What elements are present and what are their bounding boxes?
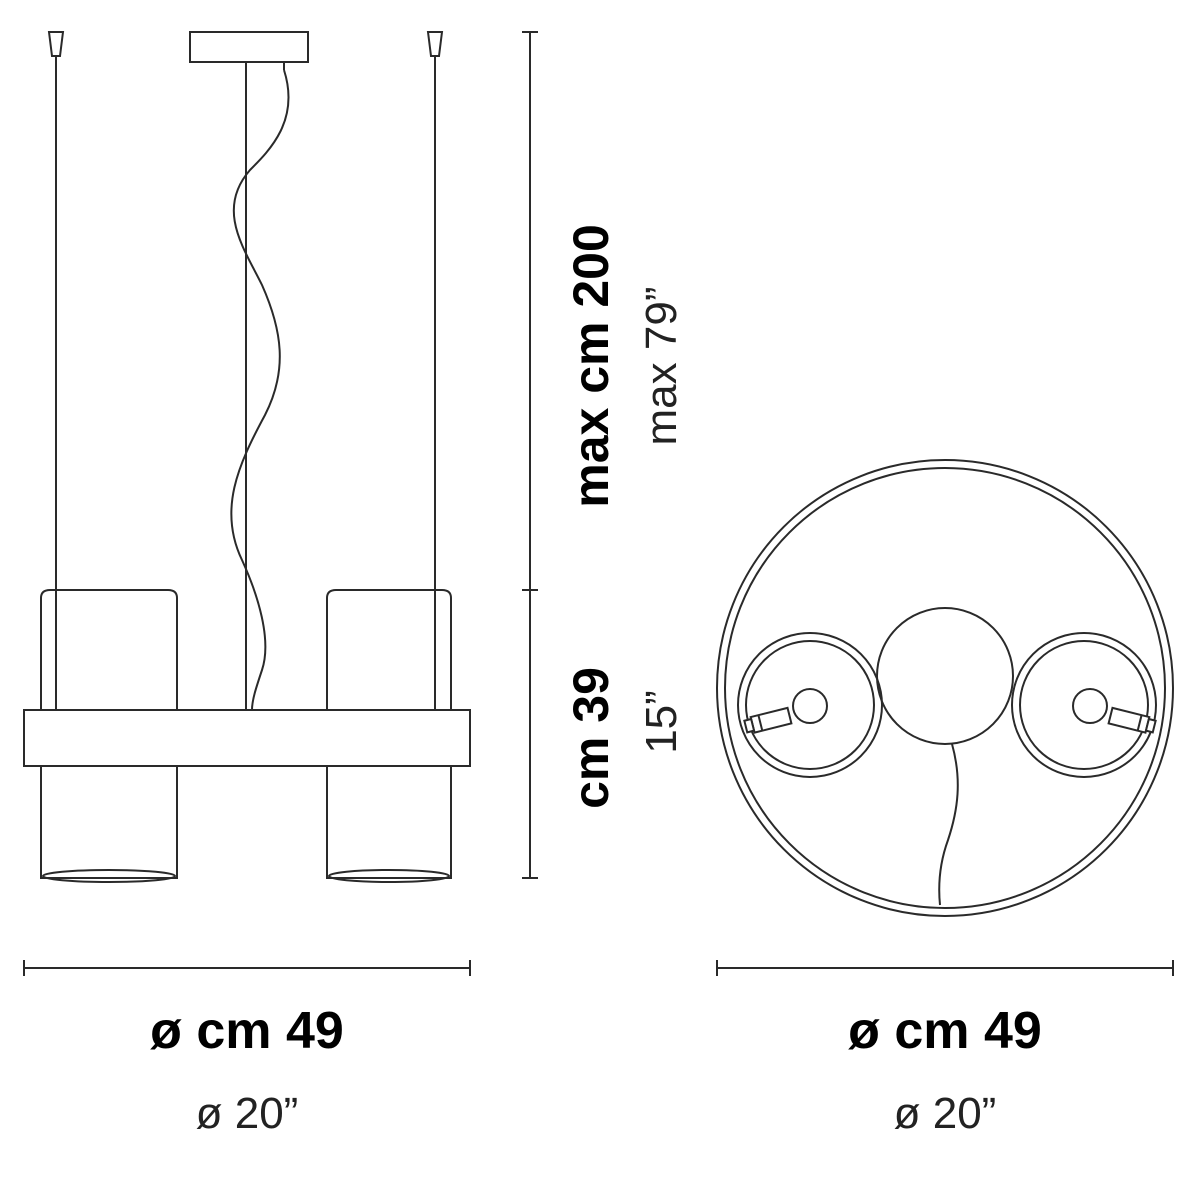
body-height-imperial-label: 15” xyxy=(637,690,686,754)
left-ceiling-hook xyxy=(47,31,65,66)
horizontal-frame-bar xyxy=(23,709,471,767)
power-cord xyxy=(230,69,290,711)
top-width-imperial-label: ø 20” xyxy=(894,1089,997,1138)
top-width-dimension-line xyxy=(716,960,1174,976)
left-socket xyxy=(749,706,793,734)
right-shade-top xyxy=(1011,632,1157,778)
left-shade-top xyxy=(737,632,883,778)
outer-ring xyxy=(716,459,1174,917)
front-width-metric-label: ø cm 49 xyxy=(150,1002,344,1060)
top-width-metric-label: ø cm 49 xyxy=(848,1002,1042,1060)
front-width-dimension-line xyxy=(23,960,471,976)
right-glass-shade xyxy=(326,589,452,883)
right-ceiling-hook xyxy=(426,31,444,66)
canopy-circle xyxy=(876,607,1014,745)
left-glass-shade xyxy=(40,589,178,883)
cable-height-imperial-label: max 79” xyxy=(637,287,686,446)
ceiling-canopy xyxy=(189,31,309,63)
top-power-cord xyxy=(938,743,959,906)
right-socket xyxy=(1107,706,1151,734)
left-bulb xyxy=(792,688,828,724)
top-view xyxy=(716,459,1174,917)
front-width-imperial-label: ø 20” xyxy=(196,1089,299,1138)
body-height-metric-label: cm 39 xyxy=(563,667,619,809)
height-dimension-line xyxy=(522,31,538,879)
front-view xyxy=(23,31,471,883)
cable-height-metric-label: max cm 200 xyxy=(563,224,619,508)
right-bulb xyxy=(1072,688,1108,724)
